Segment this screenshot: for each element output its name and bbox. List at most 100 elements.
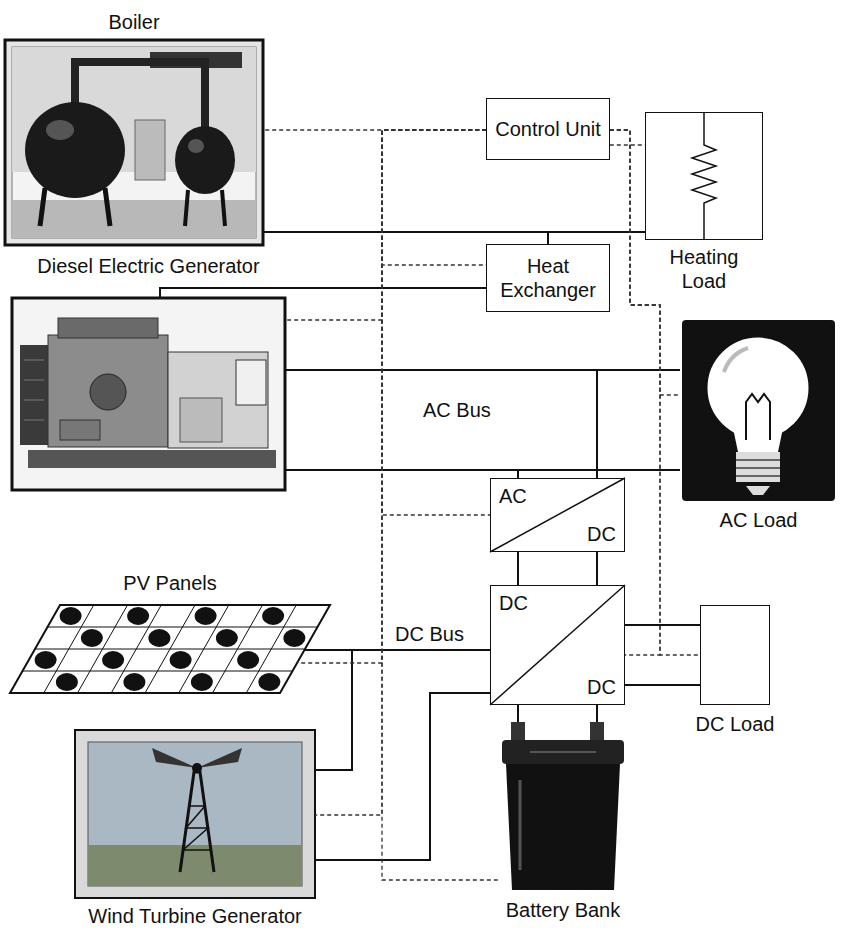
wind-turbine-picture <box>88 742 302 886</box>
component-label: Heating Load <box>654 245 754 293</box>
power-line <box>315 650 490 860</box>
pv-panel-picture <box>10 605 330 693</box>
boiler-picture <box>12 200 256 238</box>
pv-cell-grid <box>148 629 170 647</box>
box-label: Heat Exchanger <box>493 254 603 302</box>
converter-diagonal <box>490 585 625 705</box>
converter-port-label: DC <box>499 591 528 615</box>
boiler-picture <box>135 120 165 180</box>
diesel-generator-picture <box>24 420 44 421</box>
heating-load-box: Heating Load <box>645 112 763 240</box>
pv-cell-grid <box>60 607 82 625</box>
control-signal-line <box>610 144 645 145</box>
boiler-picture <box>46 120 74 140</box>
light-bulb-picture <box>736 467 780 469</box>
power-line <box>518 552 597 585</box>
light-bulb-picture <box>733 428 783 452</box>
control-signal-line <box>315 130 486 815</box>
pv-cell-grid <box>262 607 284 625</box>
component-label: AC Load <box>720 508 798 532</box>
battery-picture <box>519 780 522 870</box>
light-bulb-picture <box>736 459 780 461</box>
diesel-generator-picture <box>60 420 100 440</box>
component-label: DC Load <box>696 712 775 736</box>
converter-port-label: DC <box>587 675 616 699</box>
boiler-picture <box>175 126 235 194</box>
battery-picture <box>530 751 596 753</box>
boiler-picture <box>5 40 263 245</box>
converter-diagonal <box>490 478 625 552</box>
battery-picture <box>502 722 624 890</box>
pv-cell-grid <box>127 607 149 625</box>
component-label: Battery Bank <box>506 898 621 922</box>
power-line <box>518 705 597 722</box>
wind-turbine-picture <box>192 763 202 773</box>
pv-cell-grid <box>258 673 280 691</box>
heating-resistor-symbol <box>692 113 716 239</box>
pv-cell-grid <box>56 673 78 691</box>
pv-cell-grid <box>35 649 305 650</box>
boiler-picture <box>105 188 110 226</box>
light-bulb-picture <box>724 348 748 372</box>
pv-cell-grid <box>81 629 103 647</box>
wind-turbine-picture <box>180 772 214 872</box>
battery-bank: Battery Bank <box>498 722 628 892</box>
diesel-generator-picture <box>24 360 44 361</box>
diesel-generator-picture <box>28 450 276 468</box>
battery-picture <box>590 722 604 742</box>
control-signal-line <box>382 130 498 880</box>
pv-cell-grid <box>35 651 57 669</box>
boiler-unit: Boiler <box>5 40 263 245</box>
power-line <box>518 370 680 478</box>
pv-cell-grid <box>123 673 145 691</box>
pv-cell-grid <box>170 651 192 669</box>
wind-turbine-picture <box>183 806 211 850</box>
process-box: Heat Exchanger <box>486 244 610 312</box>
diesel-generator-picture <box>58 318 158 338</box>
pv-cell-grid <box>48 627 318 628</box>
bus-label: DC Bus <box>392 622 467 646</box>
control-signal-line <box>610 130 660 655</box>
converter-diagonal <box>490 478 625 705</box>
pv-cell-grid <box>23 671 293 672</box>
power-line <box>285 370 680 470</box>
boiler-picture <box>12 47 256 238</box>
boiler-picture <box>185 190 188 226</box>
battery-picture <box>511 722 525 742</box>
component-label: Boiler <box>108 10 159 34</box>
process-box: Control Unit <box>486 98 610 160</box>
wind-turbine-picture <box>197 748 242 768</box>
pv-cell-grid <box>216 629 238 647</box>
light-bulb-picture <box>682 320 835 501</box>
converter-port-label: AC <box>499 484 527 508</box>
battery-picture <box>502 740 624 764</box>
component-label: Diesel Electric Generator <box>37 254 259 278</box>
pv-cell-grid <box>23 605 318 693</box>
diesel-generator-picture <box>236 360 266 405</box>
wind-turbine-picture <box>152 748 197 768</box>
light-bulb-picture <box>746 394 770 440</box>
wind-turbine-picture <box>75 730 315 898</box>
boiler-picture <box>188 139 204 153</box>
control-signal-line <box>382 130 490 515</box>
bus-label: AC Bus <box>420 398 494 422</box>
heating-resistor-symbol <box>692 113 716 239</box>
diesel-generator-picture <box>20 345 48 445</box>
control-signal-line <box>382 130 486 265</box>
light-bulb-picture <box>736 452 780 482</box>
control-signal-line <box>297 130 486 663</box>
diesel-generator: Diesel Electric Generator <box>12 298 285 490</box>
control-signal-line <box>285 130 486 320</box>
converter-box: DC DC <box>490 585 625 705</box>
diesel-generator-picture <box>180 398 222 442</box>
pv-cell-grid <box>102 651 124 669</box>
boiler-picture <box>5 40 263 245</box>
box-label: Control Unit <box>495 117 601 141</box>
pv-panel-picture <box>10 605 330 693</box>
diesel-generator-picture <box>12 298 285 490</box>
pv-cell-grid <box>283 629 305 647</box>
diesel-generator-picture <box>48 335 168 447</box>
diesel-generator-picture <box>12 298 285 490</box>
